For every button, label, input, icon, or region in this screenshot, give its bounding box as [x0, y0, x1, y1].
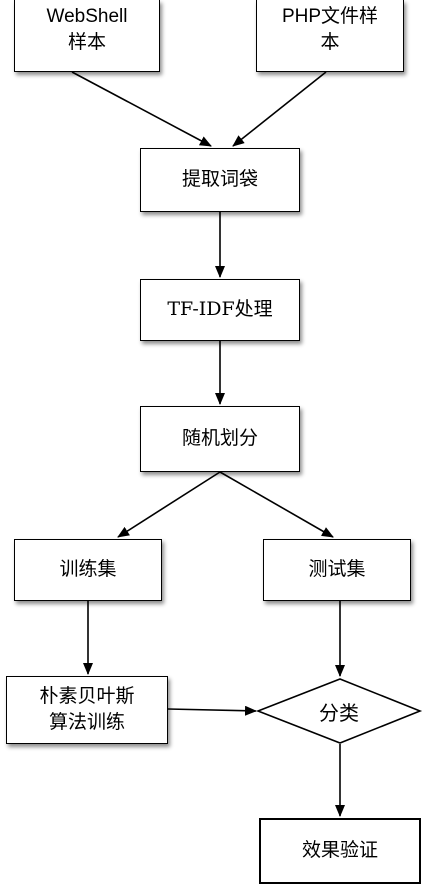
test-set-box: 测试集 [263, 539, 411, 601]
classify-diamond [255, 678, 423, 744]
tfidf-label: TF-IDF处理 [167, 298, 273, 321]
webshell-sample-label: WebShell 样本 [46, 6, 128, 53]
php-sample-box: PHP文件样 本 [256, 0, 404, 72]
test-set-label: 测试集 [308, 558, 366, 581]
php-sample-label: PHP文件样 本 [281, 6, 379, 53]
effect-validation-label: 效果验证 [301, 839, 378, 862]
effect-validation-box: 效果验证 [259, 818, 421, 884]
classify-label: 分类 [319, 700, 359, 725]
webshell-sample-box: WebShell 样本 [14, 0, 160, 72]
tfidf-box: TF-IDF处理 [140, 279, 300, 341]
train-set-label: 训练集 [59, 558, 117, 581]
edge-split-to-test [219, 471, 334, 538]
naive-bayes-training-label: 朴素贝叶斯 算法训练 [39, 685, 135, 733]
extract-bag-of-words-box: 提取词袋 [140, 148, 300, 212]
edge-split-to-train [117, 471, 221, 538]
train-set-box: 训练集 [14, 539, 162, 601]
edge-bayes-to-classify [167, 705, 257, 716]
random-split-box: 随机划分 [140, 406, 300, 472]
extract-bag-of-words-label: 提取词袋 [181, 168, 258, 191]
edge-webshell-to-bag [71, 71, 212, 147]
edge-php-to-bag [232, 71, 327, 147]
naive-bayes-training-box: 朴素贝叶斯 算法训练 [6, 676, 168, 744]
random-split-label: 随机划分 [181, 427, 258, 450]
